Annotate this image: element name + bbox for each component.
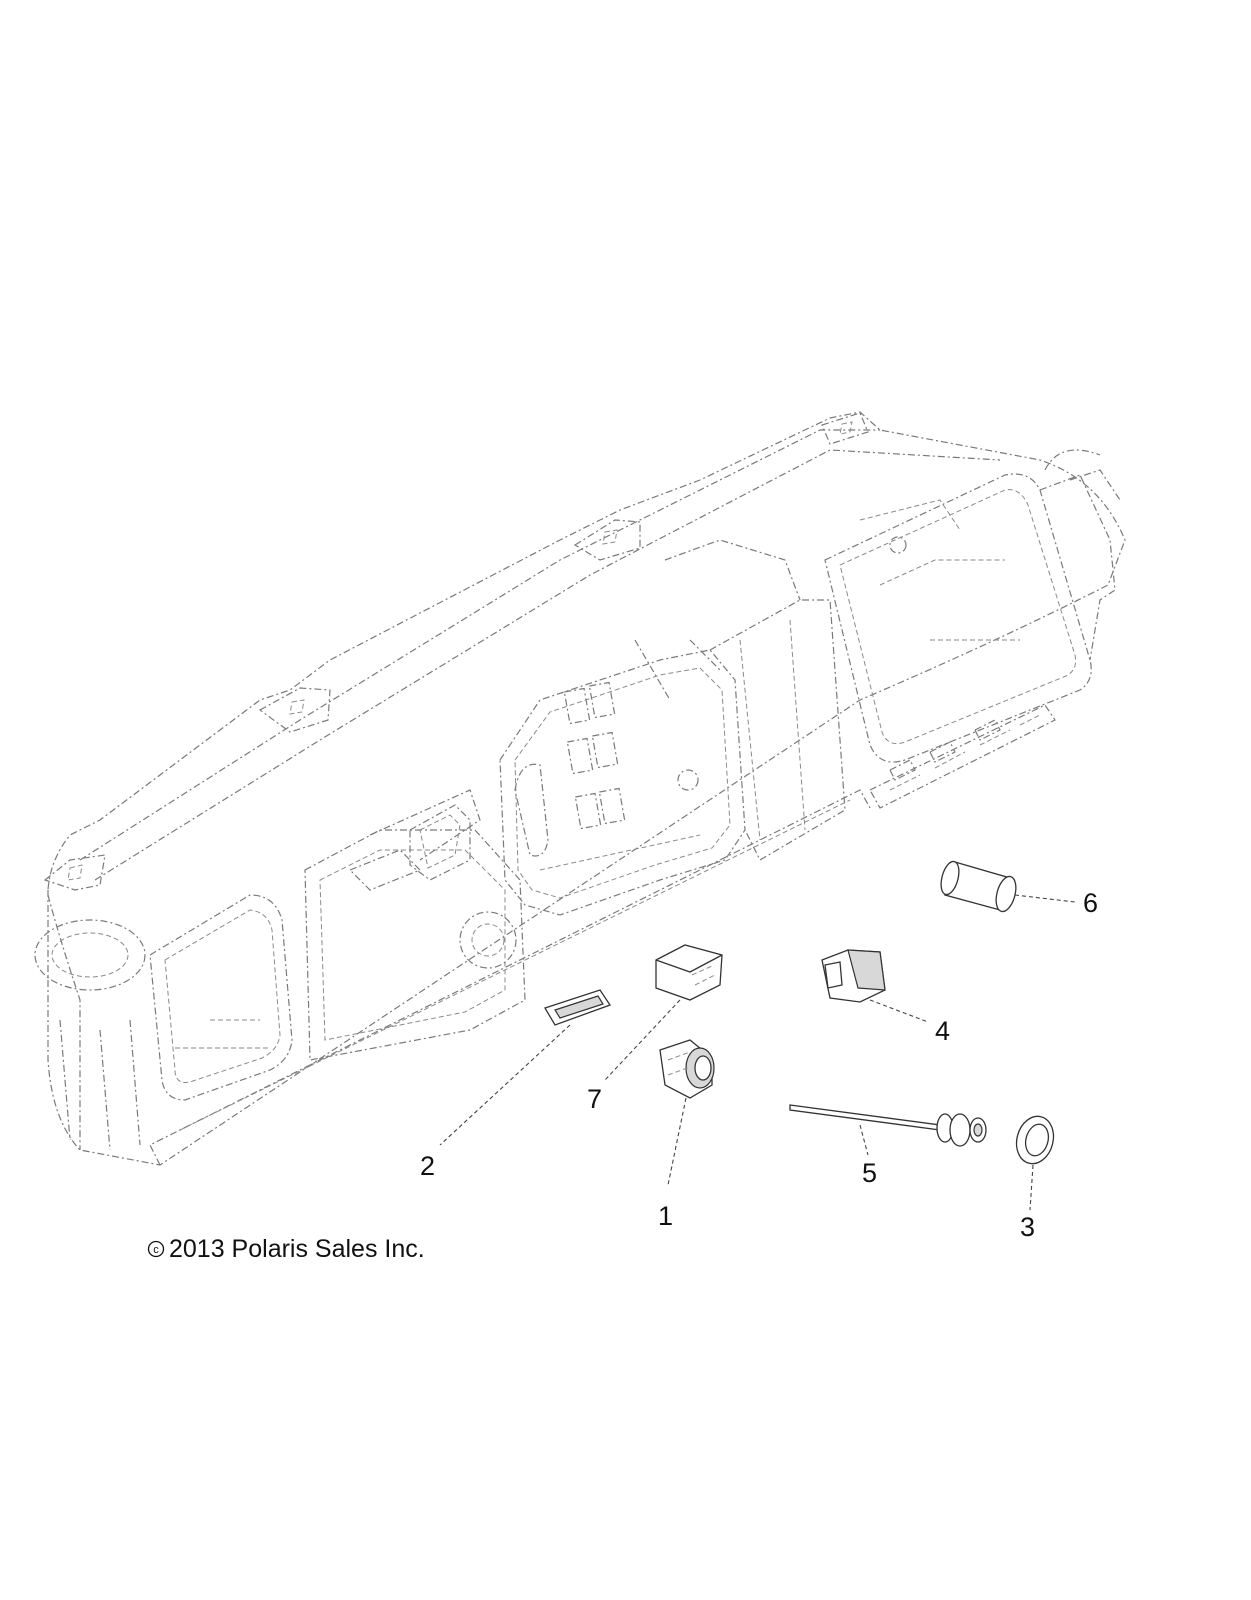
- callout-5: 5: [862, 1158, 877, 1188]
- part-6-sleeve: [940, 860, 1076, 913]
- dashboard-assembly: [34, 411, 1126, 1166]
- part-1-key-switch: [659, 1039, 715, 1186]
- copyright-notice: c 2013 Polaris Sales Inc.: [147, 1235, 425, 1263]
- callout-3: 3: [1020, 1212, 1035, 1242]
- part-3-bezel-ring: [1015, 1115, 1055, 1211]
- callout-6: 6: [1083, 888, 1098, 918]
- part-5-shaft: [789, 1104, 987, 1156]
- part-7-module: [604, 944, 723, 1081]
- part-4-rocker-switch: [821, 949, 929, 1023]
- copyright-symbol: c: [153, 1244, 159, 1256]
- copyright-text: 2013 Polaris Sales Inc.: [169, 1235, 425, 1263]
- callout-4: 4: [935, 1016, 950, 1046]
- part-2-switch-strip: [439, 989, 611, 1146]
- callout-7: 7: [587, 1084, 602, 1114]
- callout-labels: 1 2 3 4 5 6 7: [420, 888, 1098, 1242]
- copyright-circle-icon: [147, 1240, 165, 1258]
- callout-1: 1: [658, 1201, 673, 1231]
- callout-2: 2: [420, 1151, 435, 1181]
- switch-bank: [563, 681, 626, 830]
